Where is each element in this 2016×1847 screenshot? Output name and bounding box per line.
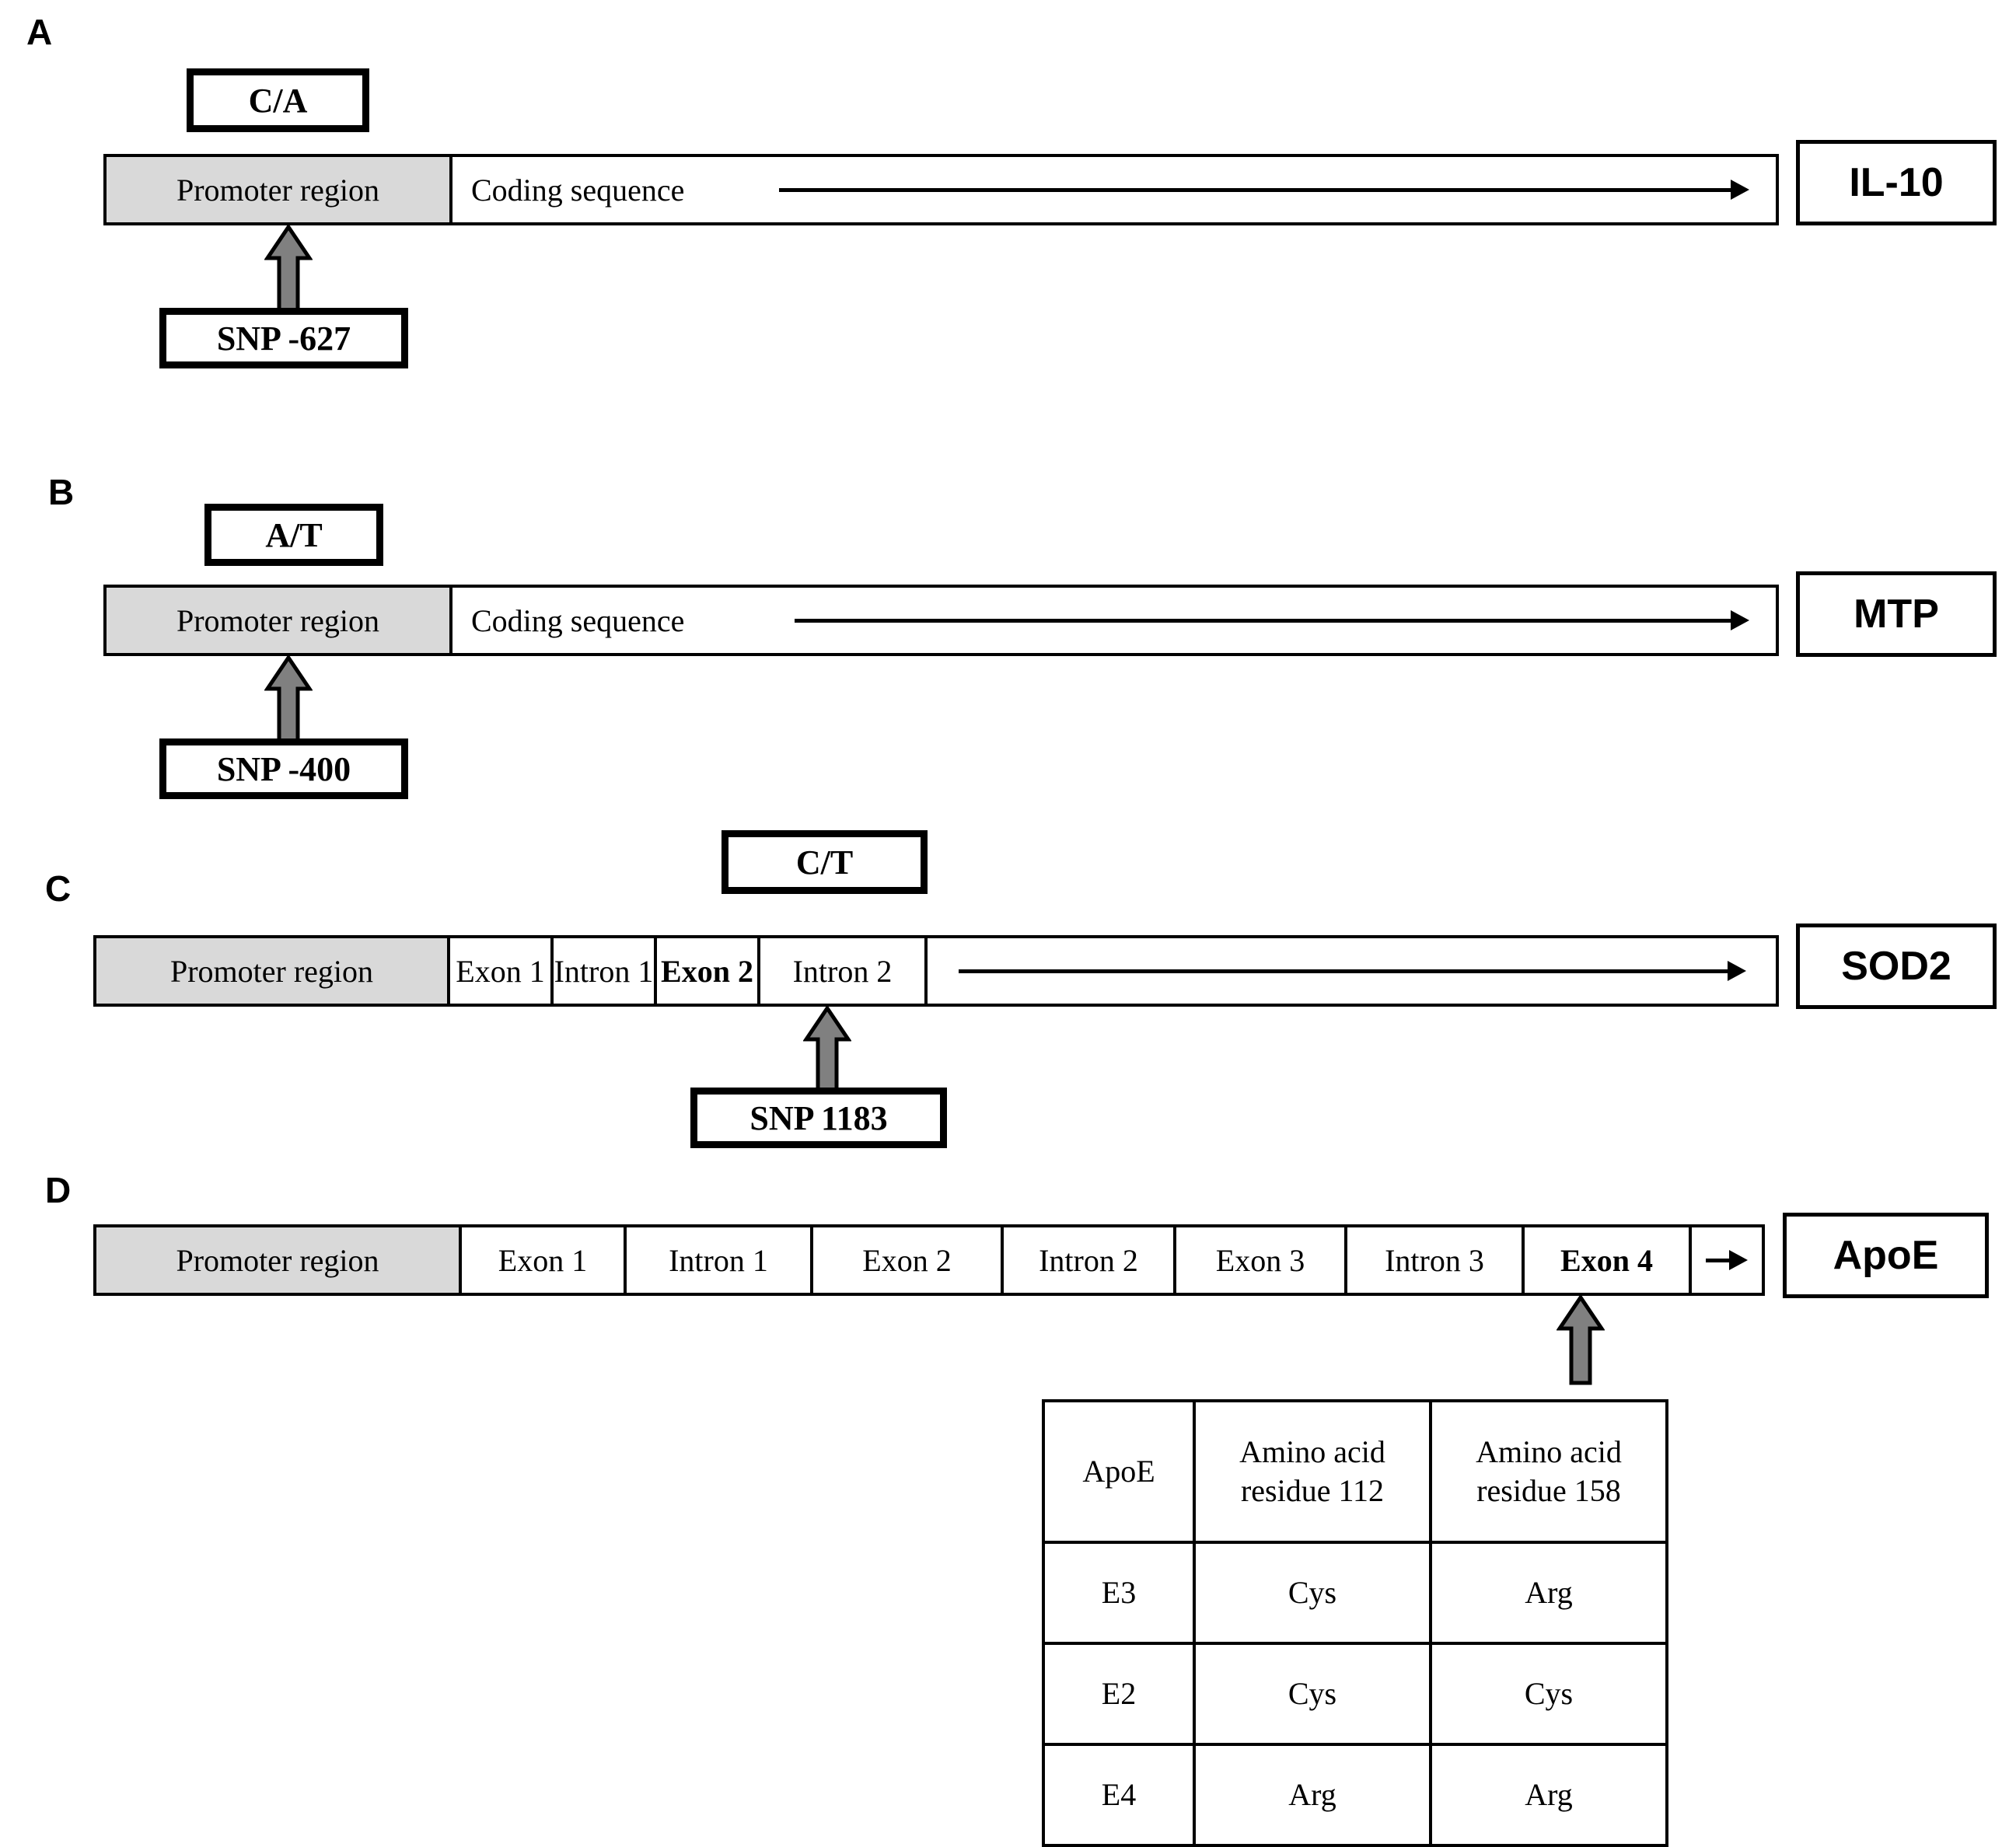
cell-residue-112: Cys [1193,1642,1432,1746]
gene-name-box-apoe: ApoE [1783,1213,1989,1298]
cell-residue-158: Arg [1429,1743,1668,1847]
segment-exon-3: Exon 3 [1176,1227,1347,1293]
table-header-residue-112: Amino acid residue 112 [1193,1399,1432,1544]
segment-intron-2: Intron 2 [1004,1227,1176,1293]
panel-letter-b: B [48,472,75,512]
table-header-row: ApoE Amino acid residue 112 Amino acid r… [1042,1399,1668,1544]
table-row: E4 Arg Arg [1042,1743,1668,1847]
snp-pointer-arrow-d [1557,1294,1605,1385]
segment-promoter-region: Promoter region [96,938,450,1004]
segment-intron-1: Intron 1 [554,938,657,1004]
snp-box-1183: SNP 1183 [690,1088,947,1148]
snp-pointer-arrow-a [264,224,313,315]
panel-letter-d: D [45,1170,72,1210]
segment-coding-sequence-label: Coding sequence [471,602,685,638]
allele-box-ct: C/T [721,830,928,894]
segment-downstream-tail [1692,1227,1762,1293]
segment-promoter-region: Promoter region [107,157,452,222]
table-header-residue-112-line1: Amino acid [1239,1434,1385,1469]
table-header-residue-158-line2: residue 158 [1476,1473,1621,1508]
cell-residue-158: Cys [1429,1642,1668,1746]
gene-name-box-sod2: SOD2 [1796,924,1997,1009]
table-header-apoe: ApoE [1042,1399,1196,1544]
allele-box-at: A/T [204,504,383,566]
gene-bar-il10: Promoter region Coding sequence [103,154,1779,225]
cell-residue-158: Arg [1429,1541,1668,1645]
segment-exon-1: Exon 1 [450,938,554,1004]
allele-box-ca: C/A [187,68,369,132]
gene-name-box-mtp: MTP [1796,571,1997,657]
segment-coding-sequence-label: Coding sequence [471,172,685,208]
panel-letter-c: C [45,868,72,909]
gene-name-box-il10: IL-10 [1796,140,1997,225]
segment-exon-2: Exon 2 [657,938,760,1004]
cell-isoform: E4 [1042,1743,1196,1847]
snp-pointer-arrow-c [803,1005,851,1096]
segment-exon-1: Exon 1 [462,1227,627,1293]
gene-bar-mtp: Promoter region Coding sequence [103,585,1779,656]
table-header-residue-158: Amino acid residue 158 [1429,1399,1668,1544]
table-header-residue-112-line2: residue 112 [1240,1473,1385,1508]
segment-coding-sequence: Coding sequence [452,157,1776,222]
snp-box-400: SNP -400 [159,738,408,799]
gene-bar-apoe: Promoter region Exon 1 Intron 1 Exon 2 I… [93,1224,1765,1296]
segment-intron-3: Intron 3 [1347,1227,1525,1293]
segment-intron-1: Intron 1 [627,1227,813,1293]
cell-residue-112: Arg [1193,1743,1432,1847]
cell-isoform: E3 [1042,1541,1196,1645]
table-row: E2 Cys Cys [1042,1642,1668,1746]
apoe-isoform-table: ApoE Amino acid residue 112 Amino acid r… [1042,1399,1668,1847]
panel-letter-a: A [26,12,53,52]
segment-intron-2: Intron 2 [760,938,928,1004]
segment-coding-sequence: Coding sequence [452,588,1776,653]
segment-promoter-region: Promoter region [107,588,452,653]
segment-downstream-tail [928,938,1776,1004]
table-row: E3 Cys Arg [1042,1541,1668,1645]
segment-promoter-region: Promoter region [96,1227,462,1293]
cell-isoform: E2 [1042,1642,1196,1746]
snp-box-627: SNP -627 [159,308,408,368]
table-header-residue-158-line1: Amino acid [1476,1434,1622,1469]
gene-bar-sod2: Promoter region Exon 1 Intron 1 Exon 2 I… [93,935,1779,1007]
cell-residue-112: Cys [1193,1541,1432,1645]
segment-exon-2: Exon 2 [813,1227,1004,1293]
snp-pointer-arrow-b [264,655,313,745]
segment-exon-4: Exon 4 [1525,1227,1692,1293]
